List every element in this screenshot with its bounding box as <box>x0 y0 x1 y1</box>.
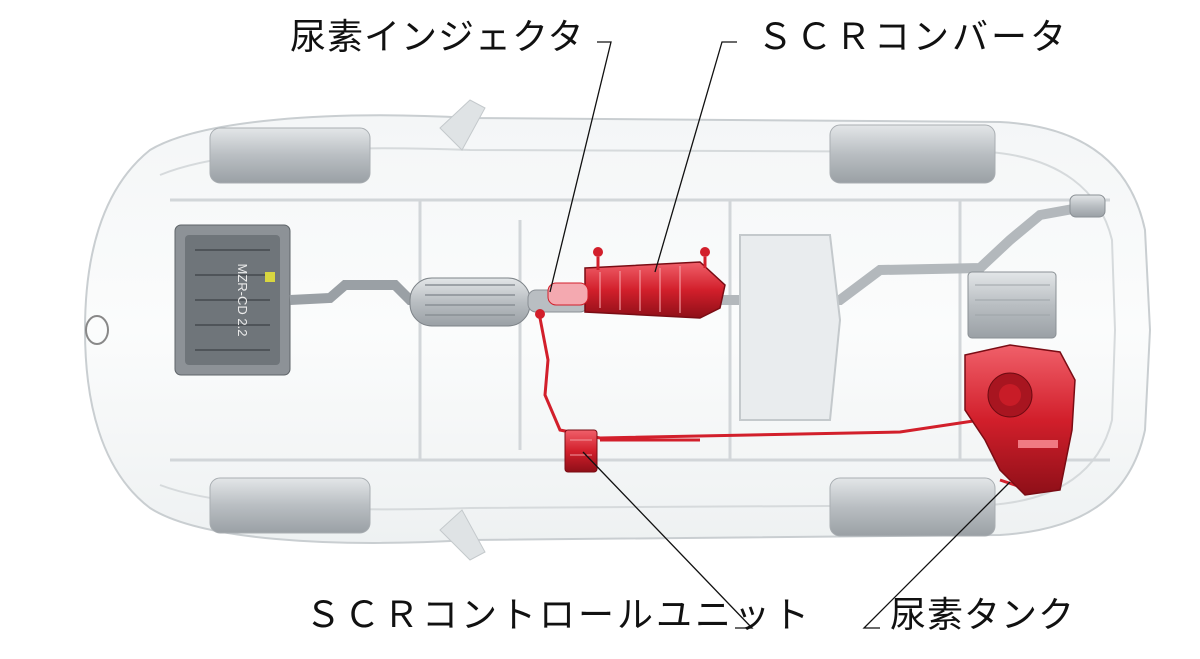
leader-urea-injector <box>549 41 612 293</box>
leader-scr-control-unit <box>582 451 754 629</box>
engine: MZR-CD 2.2 <box>174 224 291 376</box>
label-urea-injector: 尿素インジェクタ <box>290 17 585 58</box>
wheels <box>209 124 996 537</box>
brand-emblem <box>85 315 109 345</box>
urea-injector-part <box>535 282 589 319</box>
rear-box <box>967 271 1057 339</box>
exhaust-pipe <box>715 200 1100 305</box>
urea-tank-part <box>964 344 1076 496</box>
label-scr-converter: ＳＣＲコンバータ <box>757 17 1070 58</box>
callout-lines <box>549 41 1011 629</box>
fuel-tank <box>739 234 842 421</box>
scr-converter-part <box>584 247 726 319</box>
leader-urea-tank <box>862 481 1011 629</box>
label-urea-tank: 尿素タンク <box>890 595 1076 636</box>
scr-control-unit-part <box>564 429 598 473</box>
leader-scr-converter <box>654 41 737 273</box>
engine-marking: MZR-CD 2.2 <box>235 264 250 337</box>
chassis-frame <box>170 198 1110 462</box>
tailpipe <box>1069 194 1106 218</box>
car-body <box>83 99 1152 561</box>
label-scr-control-unit: ＳＣＲコントロールユニット <box>305 595 813 636</box>
